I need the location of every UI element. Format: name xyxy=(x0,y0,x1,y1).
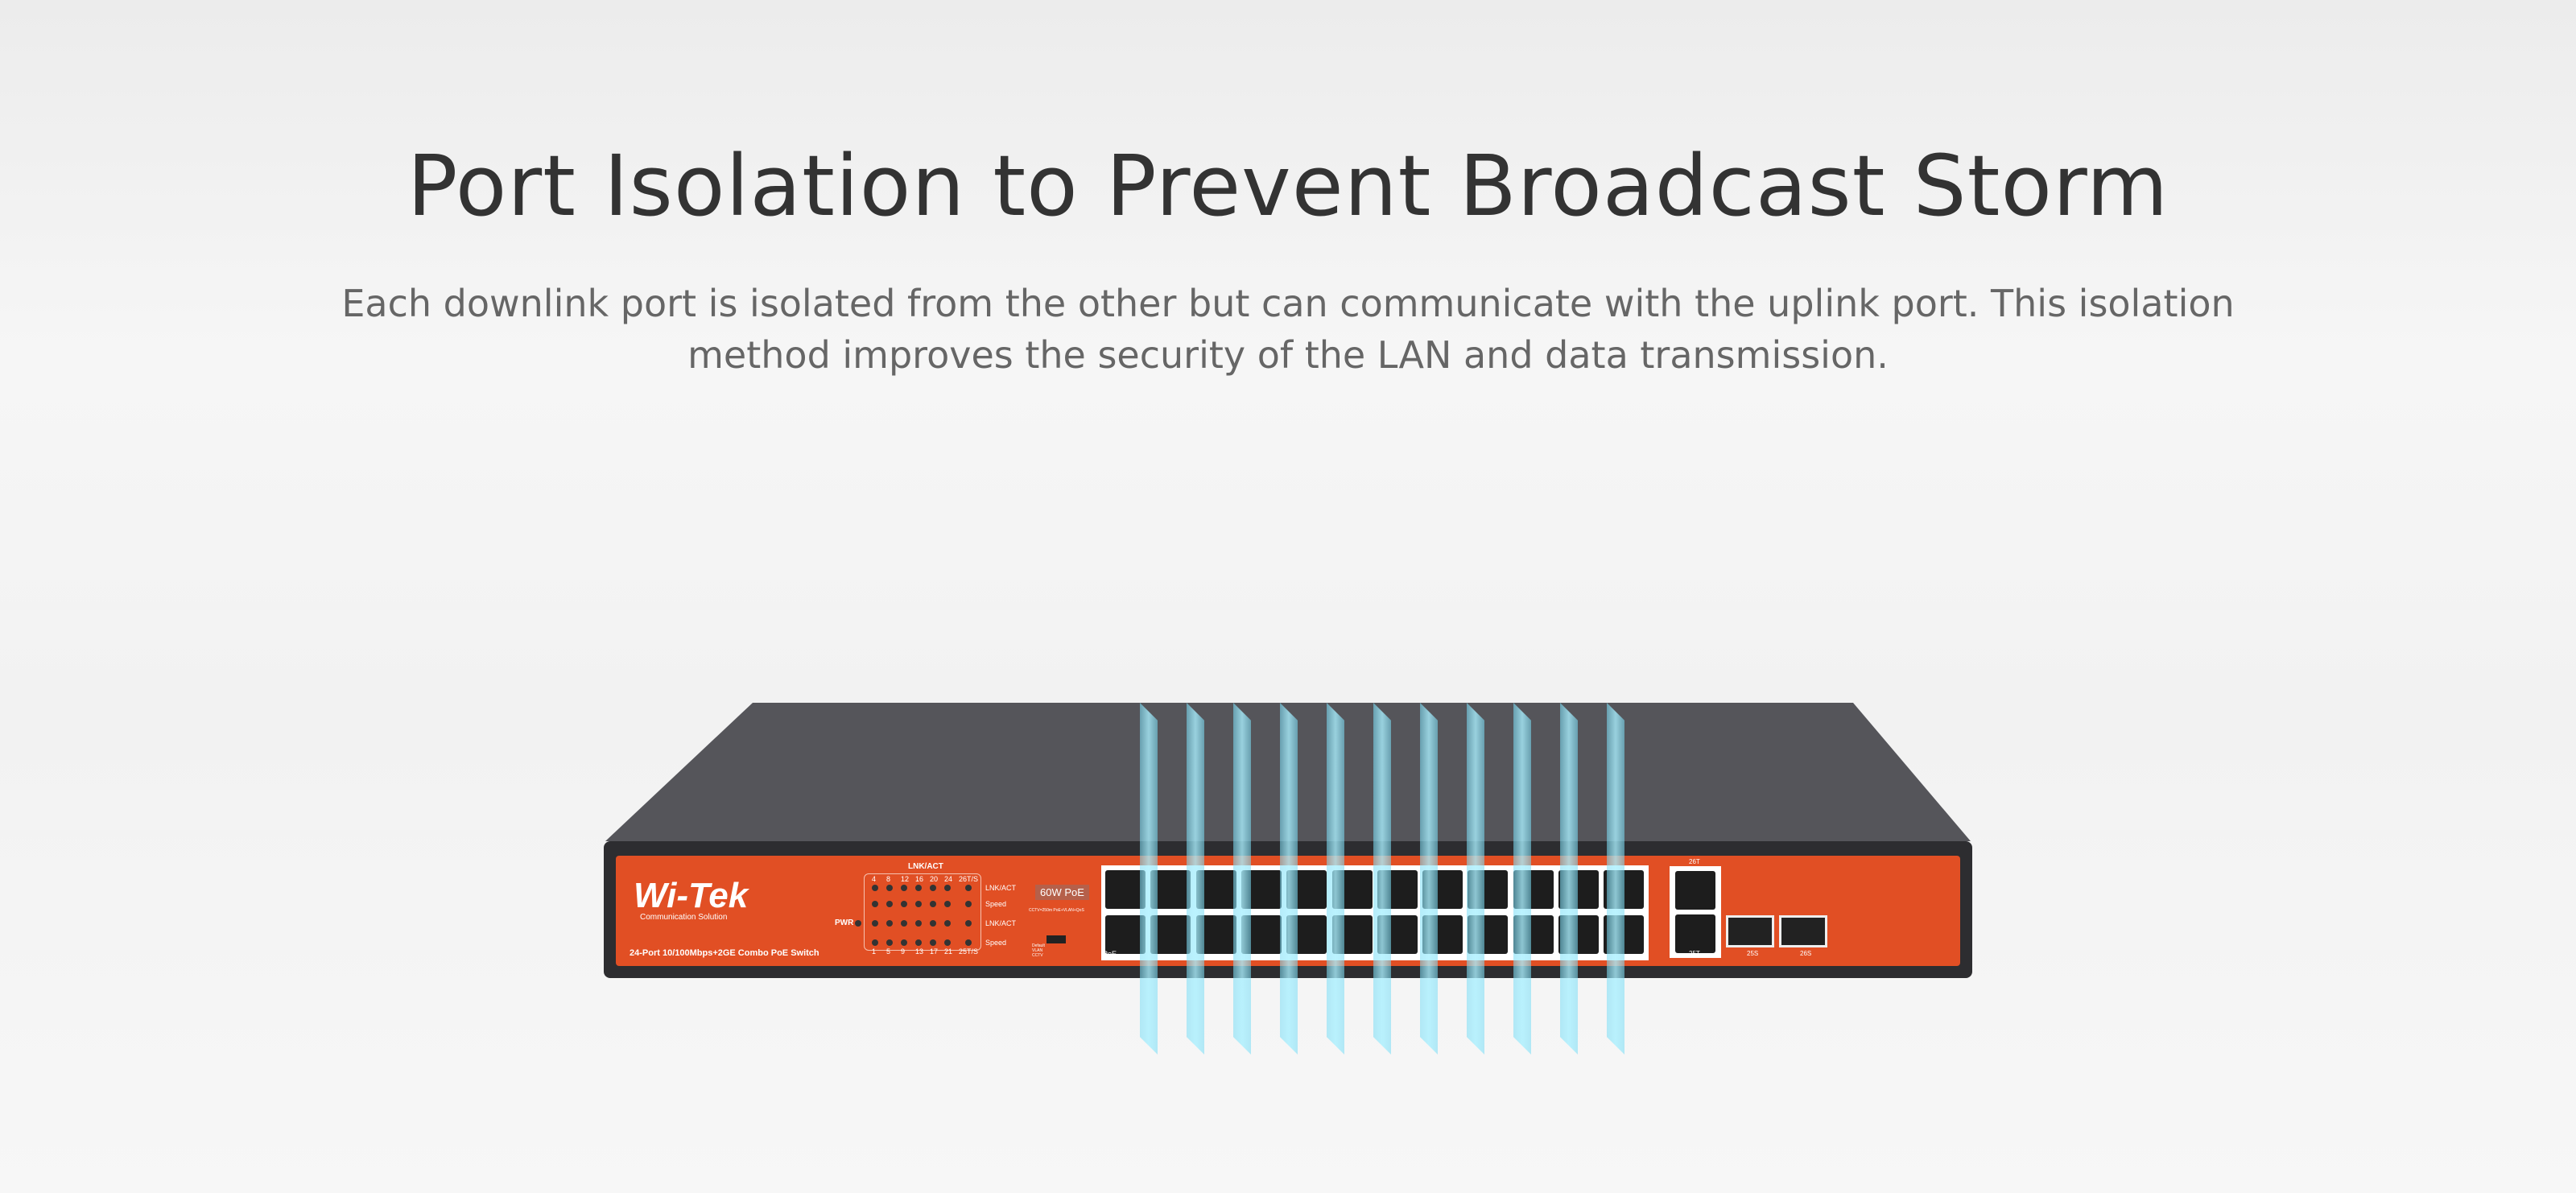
sfp-port-26s xyxy=(1779,915,1827,947)
led-number: 12 xyxy=(901,875,910,883)
isolation-beam xyxy=(1560,703,1578,1055)
isolation-beam xyxy=(1420,703,1438,1055)
port-25t xyxy=(1675,914,1715,953)
sfp-25s-label: 25S xyxy=(1747,950,1759,957)
led-number: 20 xyxy=(930,875,939,883)
led-number: 4 xyxy=(872,875,877,883)
isolation-beam xyxy=(1280,703,1298,1055)
status-led xyxy=(886,920,893,927)
led-number: 16 xyxy=(915,875,924,883)
isolation-beam xyxy=(1373,703,1391,1055)
led-number: 21 xyxy=(944,947,953,956)
isolation-beam xyxy=(1607,703,1624,1055)
sfp-26s-label: 26S xyxy=(1800,950,1812,957)
status-led xyxy=(915,920,922,927)
rj45-port xyxy=(1105,915,1146,954)
status-led xyxy=(886,939,893,946)
led-number: 26T/S xyxy=(959,875,979,883)
status-led xyxy=(965,901,972,907)
poe-label: PoE xyxy=(1103,950,1117,958)
status-led xyxy=(965,920,972,927)
pwr-label: PWR xyxy=(835,918,854,927)
isolation-beam xyxy=(1467,703,1484,1055)
status-led xyxy=(915,885,922,891)
led-number: 13 xyxy=(915,947,924,956)
status-led xyxy=(872,920,878,927)
status-led xyxy=(944,920,951,927)
led-number: 25T/S xyxy=(959,947,979,956)
rj45-port xyxy=(1105,870,1146,909)
led-panel xyxy=(864,873,981,951)
model-label: 24-Port 10/100Mbps+2GE Combo PoE Switch xyxy=(630,948,819,958)
page-description: Each downlink port is isolated from the … xyxy=(341,282,2235,377)
isolation-beam xyxy=(1513,703,1531,1055)
switch-caption: CCTV=250m PoE+VLAN+QoS xyxy=(1029,908,1084,913)
led-row-label: Speed xyxy=(985,939,1007,947)
led-number: 9 xyxy=(901,947,906,956)
status-led xyxy=(872,901,878,907)
status-led xyxy=(915,901,922,907)
mode-dip-switch[interactable] xyxy=(1046,935,1066,943)
status-led xyxy=(886,885,893,891)
status-led xyxy=(872,939,878,946)
port-26t-label: 26T xyxy=(1689,858,1700,865)
led-header: LNK/ACT xyxy=(908,862,943,871)
status-led xyxy=(930,885,936,891)
status-led xyxy=(915,939,922,946)
led-number: 8 xyxy=(886,875,891,883)
status-led xyxy=(901,920,907,927)
status-led xyxy=(901,885,907,891)
led-number: 17 xyxy=(930,947,939,956)
status-led xyxy=(944,885,951,891)
status-led xyxy=(930,901,936,907)
isolation-beam xyxy=(1327,703,1344,1055)
port-26t xyxy=(1675,871,1715,910)
poe-badge: 60W PoE xyxy=(1035,885,1089,900)
led-row-label: LNK/ACT xyxy=(985,919,1017,927)
led-number: 24 xyxy=(944,875,953,883)
status-led xyxy=(944,939,951,946)
port-25t-label: 25T xyxy=(1689,950,1700,957)
status-led xyxy=(930,920,936,927)
isolation-beam xyxy=(1140,703,1158,1055)
led-number: 5 xyxy=(886,947,891,956)
led-row-label: LNK/ACT xyxy=(985,884,1017,892)
isolation-beam xyxy=(1233,703,1251,1055)
pwr-led xyxy=(855,920,861,927)
status-led xyxy=(872,885,878,891)
isolation-beam xyxy=(1187,703,1204,1055)
status-led xyxy=(965,885,972,891)
page-title: Port Isolation to Prevent Broadcast Stor… xyxy=(407,137,2169,235)
sfp-port-25s xyxy=(1726,915,1774,947)
status-led xyxy=(930,939,936,946)
status-led xyxy=(901,939,907,946)
status-led xyxy=(965,939,972,946)
status-led xyxy=(901,901,907,907)
led-number: 1 xyxy=(872,947,877,956)
uplink-ports xyxy=(1670,866,1721,958)
status-led xyxy=(944,901,951,907)
status-led xyxy=(886,901,893,907)
led-row-label: Speed xyxy=(985,900,1007,908)
